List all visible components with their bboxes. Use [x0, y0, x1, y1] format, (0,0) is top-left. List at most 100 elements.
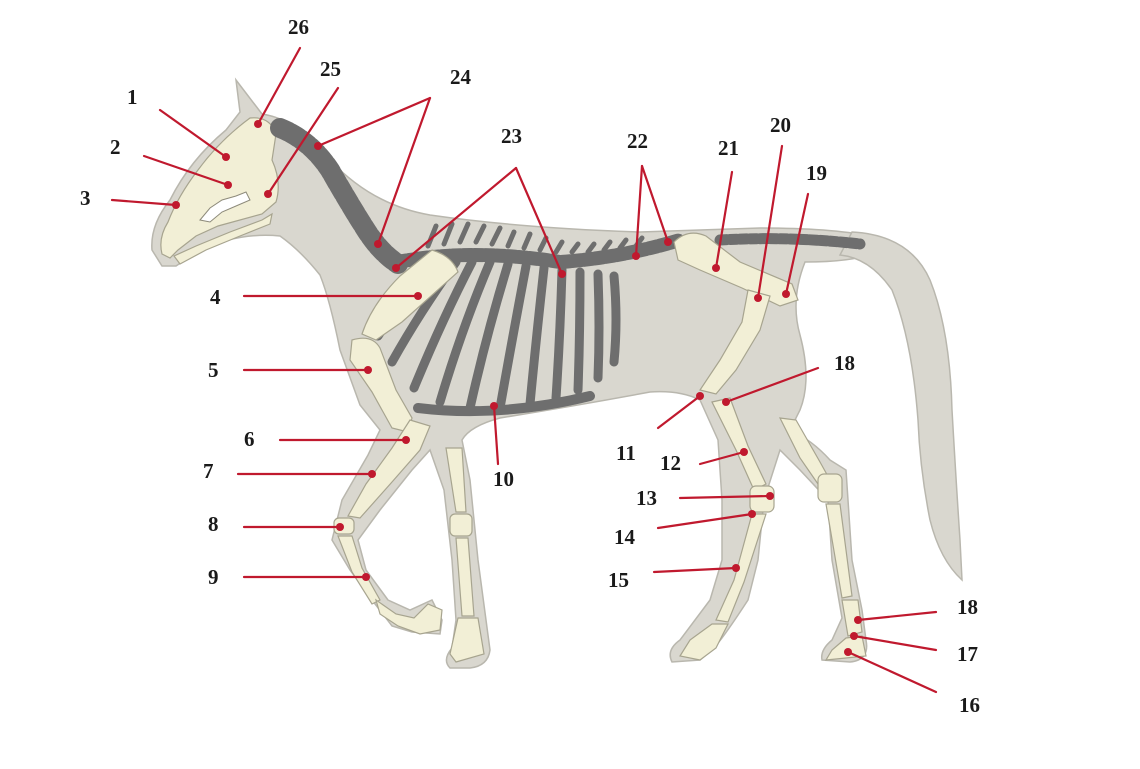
- hoof-hind-left: [679, 623, 729, 661]
- label-11: 11: [616, 441, 636, 465]
- front-leg-raised: [333, 419, 443, 635]
- tibia: [711, 397, 767, 491]
- label-15: 15: [608, 568, 629, 592]
- radius: [347, 419, 431, 519]
- label-19: 19: [806, 161, 827, 185]
- leader-17: [852, 634, 938, 652]
- label-18-hind: 18: [957, 595, 978, 619]
- pointer-dot: [740, 448, 748, 456]
- leader-11: [656, 394, 702, 430]
- label-18-stifle: 18: [834, 351, 855, 375]
- tarsal-bones-right: [817, 473, 843, 503]
- pointer-dot: [844, 648, 852, 656]
- leader-10: [492, 404, 500, 466]
- pointer-dot: [336, 523, 344, 531]
- pointer-dot: [364, 366, 372, 374]
- pointer-dot: [632, 252, 640, 260]
- humerus: [349, 337, 413, 433]
- rib: [593, 269, 604, 383]
- leader-13: [678, 494, 772, 500]
- label-4: 4: [210, 285, 221, 309]
- pointer-dot: [402, 436, 410, 444]
- leader-24a: [316, 96, 432, 148]
- pointer-dot: [362, 573, 370, 581]
- rib: [609, 271, 621, 367]
- pointer-dot: [224, 181, 232, 189]
- pointer-dot: [722, 398, 730, 406]
- label-6: 6: [244, 427, 255, 451]
- leader-23a: [394, 166, 518, 270]
- rib: [435, 257, 495, 407]
- leader-20: [756, 144, 784, 300]
- leader-14: [656, 512, 754, 530]
- label-9: 9: [208, 565, 219, 589]
- leader-2: [142, 154, 230, 187]
- spinous-processes: [425, 221, 645, 255]
- pointer-dot: [558, 270, 566, 278]
- pointer-dot: [368, 470, 376, 478]
- rib: [409, 257, 477, 393]
- label-20: 20: [770, 113, 791, 137]
- label-10: 10: [493, 467, 514, 491]
- skull: [160, 117, 279, 265]
- leader-24b: [376, 96, 432, 246]
- pointer-dot: [854, 616, 862, 624]
- tarsal-bones: [749, 485, 775, 513]
- horse-tail: [838, 231, 963, 582]
- rib: [525, 263, 549, 409]
- label-13: 13: [636, 486, 657, 510]
- leader-19: [784, 192, 810, 296]
- leader-1: [158, 108, 228, 159]
- hind-leg-left: [679, 397, 775, 661]
- pastern-hoof: [374, 598, 443, 635]
- cervical-vertebrae: [270, 118, 408, 274]
- label-17: 17: [957, 642, 978, 666]
- pointer-dot: [664, 238, 672, 246]
- leader-16: [846, 650, 938, 694]
- label-5: 5: [208, 358, 219, 382]
- pastern-right: [841, 599, 863, 637]
- label-8: 8: [208, 512, 219, 536]
- pointer-dot: [172, 201, 180, 209]
- label-21: 21: [718, 136, 739, 160]
- pointer-dot: [264, 190, 272, 198]
- label-22: 22: [627, 129, 648, 153]
- label-23: 23: [501, 124, 522, 148]
- metatarsal-right: [825, 503, 853, 599]
- coccygeal-vertebrae: [714, 233, 866, 250]
- leader-21: [714, 170, 734, 270]
- number-labels: 1 2 3 4 5 6 7 8 9 10 11 12 13 14 15 16 1…: [80, 15, 980, 717]
- pointer-dot: [222, 153, 230, 161]
- cannon-bone: [337, 535, 381, 605]
- leader-22b: [640, 164, 670, 244]
- vertebral-column: [270, 118, 866, 274]
- leader-22a: [634, 164, 644, 258]
- label-12: 12: [660, 451, 681, 475]
- pointer-dot: [712, 264, 720, 272]
- pointer-dot: [782, 290, 790, 298]
- leader-18b: [724, 366, 820, 404]
- femur: [699, 289, 771, 395]
- leader-12: [698, 450, 746, 466]
- label-2: 2: [110, 135, 121, 159]
- carpal-bones-standing: [449, 513, 473, 537]
- horse-silhouette: [151, 77, 963, 669]
- skull-bone: [160, 117, 279, 259]
- label-14: 14: [614, 525, 636, 549]
- pointer-dot: [850, 632, 858, 640]
- rib: [573, 267, 585, 395]
- radius-standing: [445, 447, 467, 513]
- rib: [495, 261, 531, 413]
- leader-18a: [856, 610, 938, 622]
- pelvis: [673, 232, 799, 307]
- pointer-dot: [696, 392, 704, 400]
- rib: [551, 265, 567, 403]
- hind-leg-right: [778, 417, 867, 661]
- mandible: [173, 212, 273, 265]
- rib: [465, 259, 513, 413]
- label-25: 25: [320, 57, 341, 81]
- pointer-dot: [748, 510, 756, 518]
- hindlimb-upper: [673, 232, 799, 395]
- label-16: 16: [959, 693, 980, 717]
